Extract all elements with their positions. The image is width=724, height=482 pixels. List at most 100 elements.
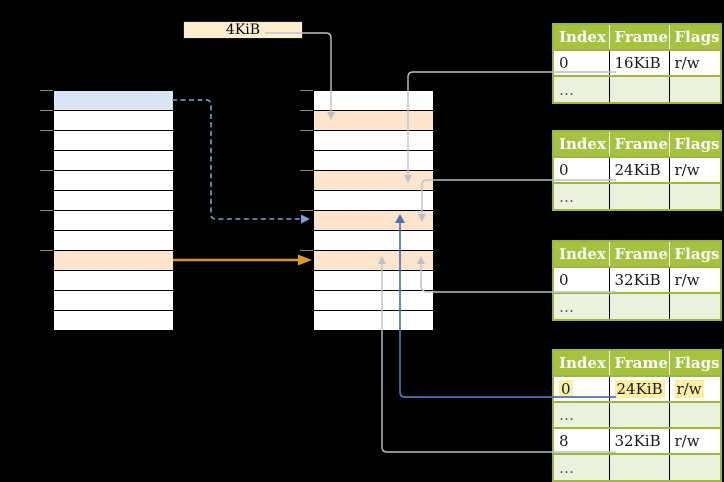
table-cell (668, 75, 720, 102)
memory-cell (54, 171, 173, 191)
table-cell (608, 182, 669, 209)
address-tick (300, 170, 313, 171)
table-cell: r/w (668, 266, 720, 293)
table-cell: … (554, 292, 609, 319)
column-header: Frame (608, 132, 669, 157)
table-cell: r/w (668, 49, 720, 76)
memory-cell (54, 111, 173, 131)
table-cell: 32KiB (608, 427, 669, 454)
highlighted-value: 24KiB (614, 380, 665, 398)
table-cell: 32KiB (608, 266, 669, 293)
table-cell: 0 (554, 266, 609, 293)
table-cell: … (554, 453, 609, 480)
table-cell (608, 75, 669, 102)
address-tick (300, 110, 313, 111)
table-cell (608, 292, 669, 319)
address-tick (300, 210, 313, 211)
column-header: Index (554, 351, 609, 376)
memory-cell (54, 211, 173, 231)
table-cell (668, 453, 720, 480)
column-header: Frame (608, 351, 669, 376)
memory-cell (54, 251, 173, 271)
column-header: Index (554, 242, 609, 267)
column-header: Index (554, 25, 609, 50)
table-cell (668, 401, 720, 428)
memory-cell (314, 171, 433, 191)
table-cell: r/w (668, 427, 720, 454)
table-row: … (554, 401, 720, 428)
physical-memory-column (313, 90, 434, 331)
address-tick (300, 250, 313, 251)
table-cell: … (554, 75, 609, 102)
table-row: … (554, 453, 720, 480)
table-cell: 0 (554, 156, 609, 183)
table-cell: 16KiB (608, 49, 669, 76)
memory-cell (54, 131, 173, 151)
address-tick (40, 210, 53, 211)
memory-cell (54, 191, 173, 211)
memory-cell (314, 251, 433, 271)
memory-cell (314, 311, 433, 330)
memory-cell (54, 311, 173, 330)
table-row: … (554, 182, 720, 209)
arrow-virtual-page-to-frame-dashed (172, 99, 301, 220)
column-header: Flags (668, 351, 720, 376)
memory-cell (314, 231, 433, 251)
table-cell: 24KiB (608, 156, 669, 183)
address-tick (40, 170, 53, 171)
address-tick (300, 130, 313, 131)
table-cell: 8 (554, 427, 609, 454)
table-cell: … (554, 182, 609, 209)
table-cell: … (554, 401, 609, 428)
highlighted-value: 0 (559, 380, 573, 398)
page-size-label: 4KiB (183, 21, 303, 39)
column-header: Frame (608, 25, 669, 50)
address-tick (40, 110, 53, 111)
column-header: Flags (668, 25, 720, 50)
memory-cell (54, 91, 173, 111)
memory-cell (314, 191, 433, 211)
table-cell: r/w (668, 375, 720, 402)
table-cell: r/w (668, 156, 720, 183)
address-tick (300, 90, 313, 91)
memory-cell (314, 111, 433, 131)
address-tick (40, 130, 53, 131)
memory-cell (54, 151, 173, 171)
table-cell (608, 453, 669, 480)
address-tick (40, 250, 53, 251)
memory-cell (54, 271, 173, 291)
table-cell (608, 401, 669, 428)
column-header: Flags (668, 132, 720, 157)
column-header: Flags (668, 242, 720, 267)
table-cell: 0 (554, 375, 609, 402)
memory-cell (314, 291, 433, 311)
table-row: … (554, 75, 720, 102)
memory-cell (314, 151, 433, 171)
table-cell (668, 182, 720, 209)
memory-cell (314, 271, 433, 291)
virtual-memory-column (53, 90, 174, 331)
memory-cell (314, 131, 433, 151)
column-header: Frame (608, 242, 669, 267)
arrow-orange-head (298, 254, 312, 266)
column-header: Index (554, 132, 609, 157)
table-row: … (554, 292, 720, 319)
memory-cell (54, 231, 173, 251)
memory-cell (314, 211, 433, 231)
page-size-text: 4KiB (225, 22, 261, 38)
